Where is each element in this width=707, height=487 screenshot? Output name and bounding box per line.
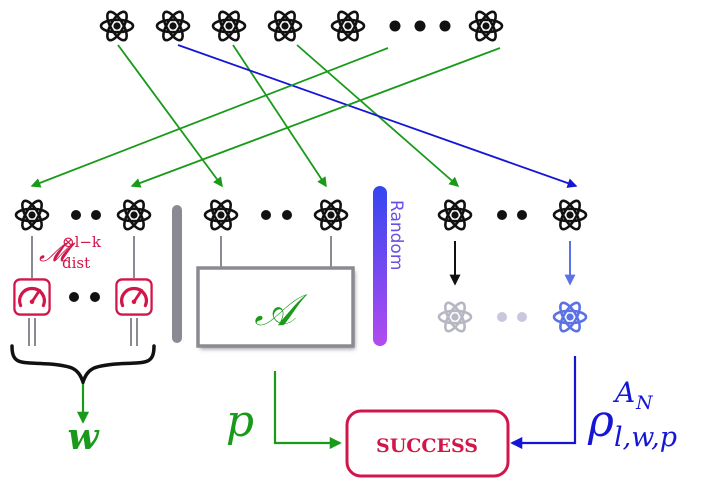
atom-icon [203,196,239,234]
ellipsis-dots [261,210,292,220]
atom-icon [552,196,588,234]
measurement-meter-icon [12,278,52,316]
measurement-tensor-power: ⊗l−k [62,233,102,251]
random-label: Random [386,200,406,270]
arrow-to-measured-register-2 [130,47,501,188]
routing-arrows [30,44,578,188]
atom-icon [155,7,191,45]
success-label: SUCCESS [376,435,478,457]
arrow-p-to-success [273,371,342,450]
rho-subscript: l,w,p [614,422,677,453]
rho-superscript: A [612,376,635,409]
measurement-meter-icon [114,278,154,316]
atom-icon [313,196,349,234]
arrow-to-random-register-2 [177,44,578,188]
ellipsis-dots [497,210,527,220]
curly-brace [10,344,156,388]
arrow-rho-to-success [510,356,577,450]
ellipsis-dots [71,210,101,220]
random-bar [373,186,387,346]
measurement-subscript: dist [62,254,90,272]
separator-bar [172,205,182,343]
ellipsis-dots [69,292,100,302]
atom-icon [468,7,504,45]
random-register [437,196,588,336]
arrow-to-algorithm-input-2 [232,44,327,188]
measured-register [14,196,152,278]
algorithm-box: 𝒜 [196,266,355,349]
arrow-to-measured-register-1 [30,47,389,188]
rho-label: ρ A N l,w,p [587,376,677,453]
ellipsis-dots [389,20,451,32]
arrow-to-algorithm-input-1 [117,44,223,188]
algorithm-register [203,196,349,268]
rho-superscript-subscript: N [635,392,654,414]
rho-symbol: ρ [587,396,614,447]
atom-icon [211,7,247,45]
p-label: p [226,396,254,447]
ellipsis-dots [497,312,527,322]
atom-icon [116,196,152,234]
atom-icon [267,7,303,45]
atom-icon [437,298,473,336]
atom-icon [14,196,50,234]
meter-row [12,278,154,316]
w-label: w [68,416,101,458]
atom-icon [99,7,135,45]
atom-icon [437,196,473,234]
measurement-label: 𝓜 ⊗l−k dist [39,233,102,272]
atom-icon [552,298,588,336]
classical-wires [28,318,138,346]
top-atom-row [99,7,504,45]
success-box: SUCCESS [345,409,510,478]
atom-icon [330,7,366,45]
